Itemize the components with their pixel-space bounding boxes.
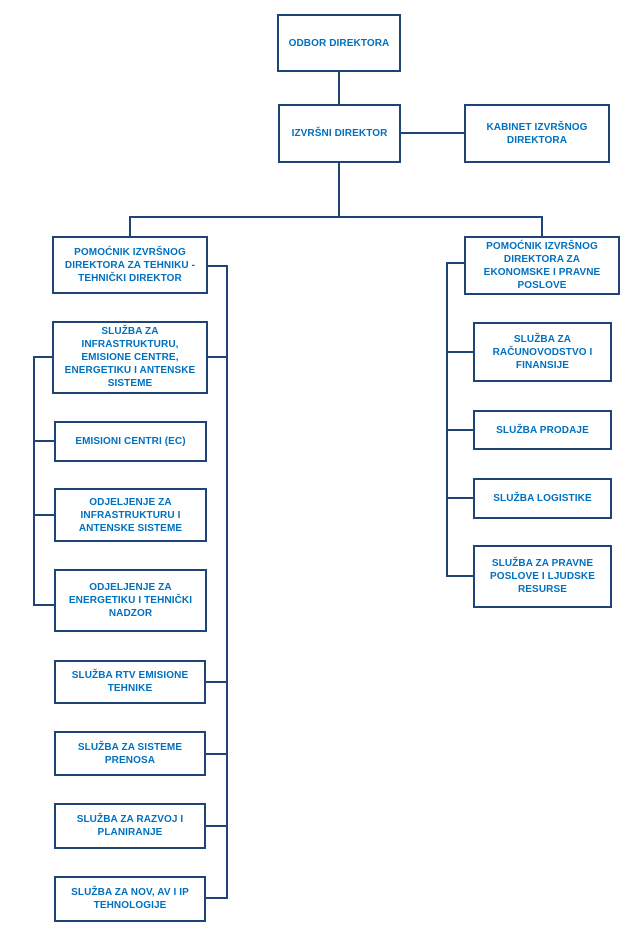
connector-drop-technical: [129, 216, 131, 236]
node-board-of-directors: ODBOR DIREKTORA: [277, 14, 401, 72]
node-label: SLUŽBA ZA PRAVNE POSLOVE I LJUDSKE RESUR…: [489, 558, 596, 595]
connector-stub-rtv-service: [206, 681, 228, 683]
connector-stub-emission-centers: [33, 440, 54, 442]
node-infrastructure-service: SLUŽBA ZA INFRASTRUKTURU, EMISIONE CENTR…: [52, 321, 208, 394]
node-sales-service: SLUŽBA PRODAJE: [473, 410, 612, 450]
node-label: SLUŽBA RTV EMISIONE TEHNIKE: [71, 670, 189, 694]
connector-executive-cabinet: [401, 132, 464, 134]
connector-executive-down: [338, 163, 340, 218]
connector-infra-children-spine: [33, 356, 35, 606]
node-cabinet-of-executive-director: KABINET IZVRŠNOG DIREKTORA: [464, 104, 610, 163]
connector-stub-nov-av-ip-service: [206, 897, 228, 899]
node-nov-av-ip-technologies-service: SLUŽBA ZA NOV, AV I IP TEHNOLOGIJE: [54, 876, 206, 922]
node-label: IZVRŠNI DIREKTOR: [291, 128, 388, 139]
node-assistant-director-technical: POMOĆNIK IZVRŠNOG DIREKTORA ZA TEHNIKU -…: [52, 236, 208, 294]
node-label: SLUŽBA ZA RAZVOJ I PLANIRANJE: [76, 814, 184, 838]
connector-stub-legal-hr-service: [446, 575, 473, 577]
node-executive-director: IZVRŠNI DIREKTOR: [278, 104, 401, 163]
connector-stub-energy-supervision-dept: [33, 604, 54, 606]
node-rtv-emission-technics-service: SLUŽBA RTV EMISIONE TEHNIKE: [54, 660, 206, 704]
node-development-planning-service: SLUŽBA ZA RAZVOJ I PLANIRANJE: [54, 803, 206, 849]
connector-eco-head-stub: [446, 262, 464, 264]
node-legal-hr-service: SLUŽBA ZA PRAVNE POSLOVE I LJUDSKE RESUR…: [473, 545, 612, 608]
node-label: SLUŽBA ZA INFRASTRUKTURU, EMISIONE CENTR…: [64, 326, 196, 389]
node-label: EMISIONI CENTRI (EC): [75, 436, 186, 447]
node-transmission-systems-service: SLUŽBA ZA SISTEME PRENOSA: [54, 731, 206, 776]
node-energy-technical-supervision-dept: ODJELJENJE ZA ENERGETIKU I TEHNIČKI NADZ…: [54, 569, 207, 632]
connector-eco-spine: [446, 262, 448, 577]
connector-stub-infrastructure-antenna-dept: [33, 514, 54, 516]
node-logistics-service: SLUŽBA LOGISTIKE: [473, 478, 612, 519]
node-infrastructure-antenna-dept: ODJELJENJE ZA INFRASTRUKTURU I ANTENSKE …: [54, 488, 207, 542]
connector-stub-sales-service: [446, 429, 473, 431]
connector-infra-service-stub: [33, 356, 52, 358]
node-label: SLUŽBA PRODAJE: [496, 424, 589, 436]
node-assistant-director-economic-legal: POMOĆNIK IZVRŠNOG DIREKTORA ZA EKONOMSKE…: [464, 236, 620, 295]
connector-stub-development-service: [206, 825, 228, 827]
node-label: SLUŽBA ZA RAČUNOVODSTVO I FINANSIJE: [492, 333, 593, 371]
node-emission-centers: EMISIONI CENTRI (EC): [54, 421, 207, 462]
connector-tech-head-stub: [208, 265, 228, 267]
node-label: POMOĆNIK IZVRŠNOG DIREKTORA ZA EKONOMSKE…: [483, 240, 601, 291]
node-label: SLUŽBA ZA NOV, AV I IP TEHNOLOGIJE: [71, 887, 189, 911]
node-accounting-finance-service: SLUŽBA ZA RAČUNOVODSTVO I FINANSIJE: [473, 322, 612, 382]
node-label: ODJELJENJE ZA INFRASTRUKTURU I ANTENSKE …: [78, 496, 183, 534]
connector-tech-spine: [226, 265, 228, 899]
connector-stub-logistics-service: [446, 497, 473, 499]
connector-board-executive: [338, 72, 340, 104]
connector-main-horizontal: [129, 216, 543, 218]
connector-stub-infrastructure-service: [208, 356, 228, 358]
connector-stub-transmission-service: [206, 753, 228, 755]
connector-stub-accounting-service: [446, 351, 473, 353]
node-label: KABINET IZVRŠNOG DIREKTORA: [486, 121, 588, 146]
node-label: ODBOR DIREKTORA: [288, 37, 390, 49]
node-label: ODJELJENJE ZA ENERGETIKU I TEHNIČKI NADZ…: [68, 582, 193, 619]
node-label: SLUŽBA LOGISTIKE: [493, 493, 592, 504]
connector-drop-economic: [541, 216, 543, 236]
node-label: POMOĆNIK IZVRŠNOG DIREKTORA ZA TEHNIKU -…: [64, 246, 196, 284]
node-label: SLUŽBA ZA SISTEME PRENOSA: [77, 741, 183, 766]
